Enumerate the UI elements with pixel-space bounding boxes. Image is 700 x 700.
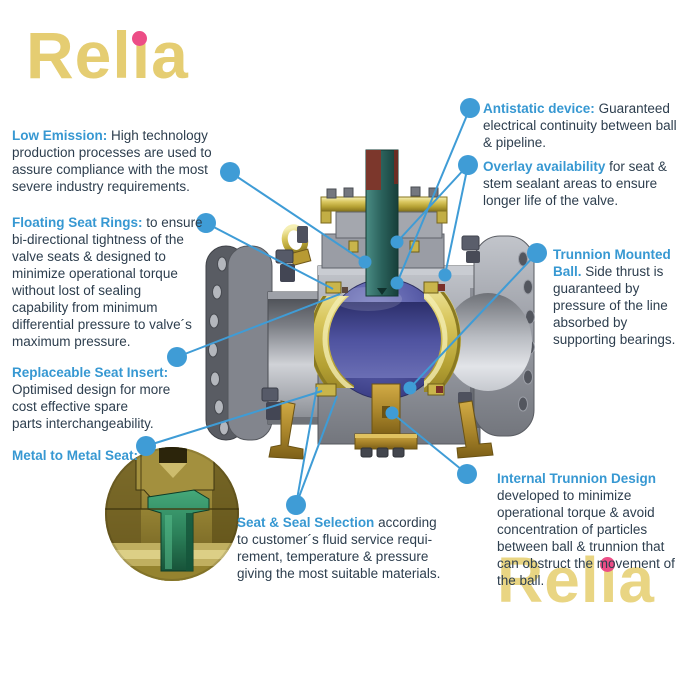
body-top-face — [318, 266, 480, 275]
callout-antistatic-device: Antistatic device: Guaranteed electrical… — [483, 101, 677, 150]
valve-stem — [365, 149, 399, 297]
leader-seat-seal-2 — [295, 395, 338, 506]
callout-heading: Trunnion Mounted — [553, 247, 671, 262]
ball-bore — [325, 302, 445, 378]
seat-insert — [423, 281, 439, 294]
callout-replaceable-seat-insert: Replaceable Seat Insert: Optimised desig… — [12, 365, 171, 431]
seat-insert — [325, 281, 342, 294]
target-dot-ball-stem — [390, 276, 404, 290]
callout-dot-trunnion-ball — [527, 243, 547, 263]
callout-dot-overlay — [458, 155, 478, 175]
callout-heading: Seat & Seal Selection — [237, 515, 375, 530]
trunnion-bolt — [392, 447, 405, 458]
seat-insert — [315, 383, 337, 397]
target-dot-stem-left — [358, 255, 372, 269]
seal-ring — [342, 287, 348, 293]
callout-dot-internal-trunnion — [457, 464, 477, 484]
leader-lines — [145, 107, 538, 506]
stem-packing — [348, 240, 359, 253]
leader-floating-seat — [205, 222, 334, 290]
callout-heading: Floating Seat Rings: — [12, 215, 143, 230]
callout-heading: Ball. — [553, 264, 582, 279]
target-dot-seat-sealant — [438, 268, 452, 282]
leader-low-emission — [229, 171, 366, 263]
callout-dot-metal-seat — [136, 436, 156, 456]
right-bore-cutaway — [444, 293, 532, 391]
gland-bolt — [343, 187, 354, 198]
callout-heading: Metal to Metal Seat: — [12, 448, 139, 463]
logo-text: Rel — [497, 544, 600, 616]
callout-heading: Internal Trunnion Design — [497, 471, 657, 486]
logo-i-dot-icon — [132, 31, 147, 46]
callout-metal-to-metal-seat: Metal to Metal Seat: — [12, 447, 138, 464]
leader-overlay-2 — [444, 164, 469, 276]
relia-logo-bottom: Relıa — [497, 544, 655, 616]
callout-heading: Overlay availability — [483, 159, 606, 174]
body-bolts — [261, 226, 480, 420]
callout-internal-trunnion-design: Internal Trunnion Design developed to mi… — [497, 471, 675, 588]
callout-dot-replaceable-seat — [167, 347, 187, 367]
mounting-foot-right — [456, 400, 494, 459]
gland-bolt — [326, 188, 337, 199]
callout-dot-low-emission — [220, 162, 240, 182]
callout-dots — [136, 98, 547, 515]
gland-bolt — [410, 186, 421, 197]
seal-ring — [436, 386, 443, 393]
leader-replaceable-seat — [176, 293, 341, 358]
logo-i-dot-icon — [600, 557, 615, 572]
callout-low-emission: Low Emission: High technology production… — [12, 128, 212, 194]
callout-floating-seat-rings: Floating Seat Rings: to ensure bi-direct… — [12, 215, 203, 349]
target-dot-stem-sealant — [390, 235, 404, 249]
valve-body — [205, 149, 535, 460]
seat-ring-left — [314, 296, 354, 388]
relia-logo-top: Relıa — [26, 18, 189, 92]
mounting-foot-left — [268, 400, 304, 460]
trunnion-bolt — [360, 447, 373, 458]
target-dot-ball — [403, 381, 417, 395]
trunnion-bolt — [376, 447, 389, 458]
metal-seat-inset — [105, 447, 239, 581]
callout-overlay-availability: Overlay availability for seat & stem sea… — [483, 159, 667, 208]
callout-dot-antistatic — [460, 98, 480, 118]
callout-dot-seat-seal — [286, 495, 306, 515]
logo-text: Rel — [26, 18, 132, 92]
leader-seat-seal-1 — [295, 386, 318, 506]
valve-ball — [324, 278, 446, 400]
leader-trunnion-ball — [409, 252, 538, 389]
leader-metal-seat — [145, 390, 323, 447]
callout-seat-seal-selection: Seat & Seal Selection according to custo… — [237, 515, 441, 581]
callout-dot-floating-seat — [196, 213, 216, 233]
callout-heading: Low Emission: — [12, 128, 108, 143]
stem-top-seal — [366, 150, 381, 190]
callout-heading: Antistatic device: — [483, 101, 595, 116]
left-flange — [205, 245, 273, 441]
leader-overlay-1 — [396, 164, 469, 243]
callout-trunnion-mounted-ball: Trunnion Mounted Ball. Side thrust is gu… — [553, 247, 676, 347]
callout-heading: Replaceable Seat Insert: — [12, 365, 169, 380]
seat-ring-right — [424, 292, 461, 392]
leader-antistatic — [396, 107, 471, 284]
leader-internal-trunnion — [391, 412, 468, 475]
target-dot-trunnion — [385, 406, 399, 420]
seal-ring — [438, 284, 445, 291]
